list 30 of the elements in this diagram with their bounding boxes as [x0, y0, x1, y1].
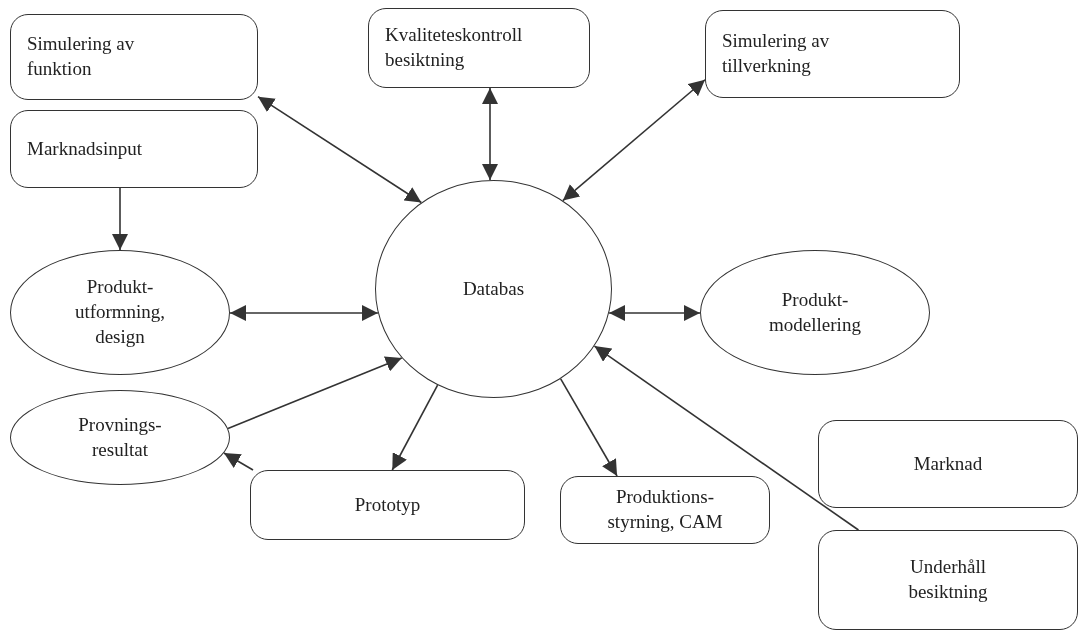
process-box — [368, 8, 590, 88]
arrow — [482, 87, 498, 181]
node-label: Produkt- modellering — [768, 287, 862, 337]
node-label: Simulering av funktion — [27, 32, 136, 81]
arrow — [229, 305, 379, 321]
arrow — [608, 305, 701, 321]
process-box — [560, 476, 770, 544]
node-label: Produktions- styrning, CAM — [606, 485, 724, 534]
node-label: Provnings- resultat — [77, 412, 163, 462]
arrow — [227, 356, 403, 430]
node-label: Produkt- utformning, design — [73, 275, 167, 349]
node-label: Simulering av tillverkning — [722, 29, 831, 78]
node-label: Marknadsinput — [27, 136, 143, 161]
node-label: Databas — [462, 276, 525, 301]
arrow — [112, 187, 128, 251]
process-box — [818, 420, 1078, 508]
arrow — [562, 78, 706, 202]
node-label: Kvaliteteskontroll besiktning — [385, 23, 524, 72]
node-label: Underhåll besiktning — [907, 555, 989, 604]
process-box — [705, 10, 960, 98]
arrow — [593, 345, 860, 531]
arrow — [223, 452, 254, 471]
arrow — [391, 384, 439, 471]
arrow — [257, 95, 423, 204]
process-box — [10, 110, 258, 188]
node-label: Prototyp — [354, 492, 421, 517]
process-box — [250, 470, 525, 540]
node-label: Marknad — [913, 451, 983, 476]
process-box — [818, 530, 1078, 630]
process-box — [10, 14, 258, 100]
